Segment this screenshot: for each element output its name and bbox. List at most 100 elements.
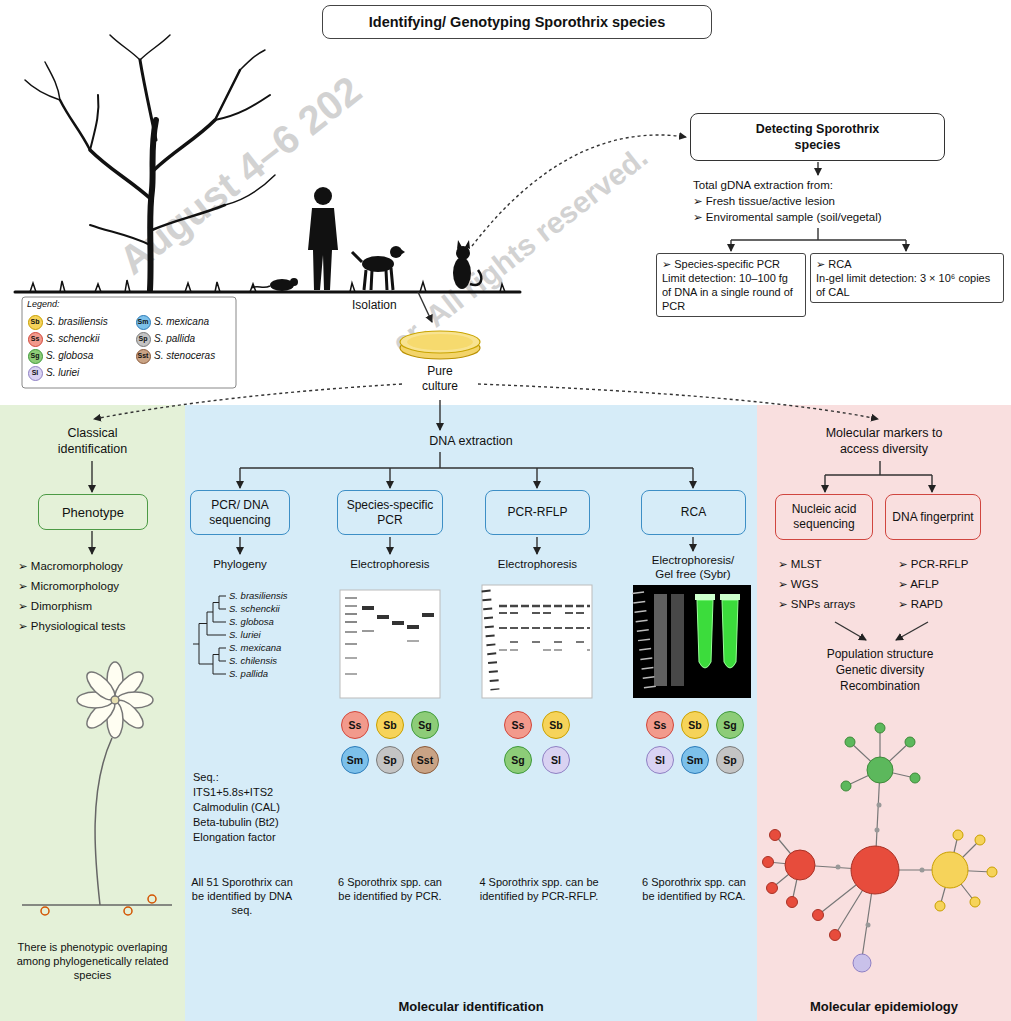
legend-heading: Legend: [27,299,60,310]
legend-heading: Legend: [27,299,60,310]
node-text: Molecular markers to access diversity [809,425,959,457]
legend-item: S. globosa [46,349,93,363]
node-text: Sb [383,719,396,732]
bullet-item: ➢ Micromorphology [18,578,119,594]
output-label: Electrophoresis [485,557,590,572]
bullet-item: ➢ MLST [778,556,822,572]
marker-gene: Beta-tubulin (Bt2) [193,815,279,829]
bullet-item: ➢ Fresh tissue/active lesion [693,193,835,209]
taxon-name: S. mexicana [229,642,281,654]
animal-silhouettes [252,187,481,291]
diagram-title: Identifying/ Genotyping Sporothrix speci… [369,13,665,31]
marker-gene: Elongation factor [193,830,276,844]
legend-text: S. globosa [46,349,93,363]
species-badge: Sp [716,746,744,774]
method-box: Species-specific PCR [337,490,443,535]
taxon-name: S. schenckii [229,603,280,615]
species-badge: Sl [646,746,674,774]
species-badge: Sm [341,746,369,774]
node-text: Detecting Sporothrix species [748,121,888,153]
species-badge: Sg [716,711,744,739]
species-badge: Sb [542,711,570,739]
node-text: ➢ RCA [816,257,852,271]
marker-gene: ITS1+5.8s+ITS2 [193,785,273,799]
watermark: er. All rights reserved. [371,128,669,372]
legend-item: S. mexicana [154,315,209,329]
output-label: Electrophoresis [485,557,590,572]
species-abbreviation: Ss [25,334,45,344]
marker-gene: Seq.: [193,770,219,784]
output-label: Phylogeny [190,557,290,572]
node-text: Phenotype [62,504,124,521]
bullet-item: ➢ Physiological tests [18,618,125,634]
step-label: Isolation [352,298,397,313]
node-text: Sm [347,754,363,767]
species-abbreviation: Ss [25,334,45,344]
species-abbreviation: Sm [133,317,153,327]
bullet-item: ➢ Dimorphism [18,598,92,614]
node-text: Sg [511,754,524,767]
note-text: 6 Sporothrix spp. can be identified by P… [336,875,444,903]
node-text: Nucleic acid sequencing [781,502,867,532]
species-abbreviation: Sb [25,317,45,327]
marker-gene: Seq.: [193,770,219,784]
taxon-name: S. pallida [229,668,268,680]
node-text: ➢ Species-specific PCR [662,257,780,271]
bullet-item: ➢ Macromorphology [18,558,123,574]
species-abbreviation: Sst [133,351,153,361]
bullet-item: ➢ PCR-RFLP [898,556,968,572]
method-box: PCR-RFLP [485,490,590,535]
taxon-name: S. brasiliensis [229,590,288,602]
pcr-gel-image [340,590,440,698]
taxon-name: S. luriei [229,629,261,641]
note-text: 6 Sporothrix spp. can be identified by R… [638,875,750,903]
node-text: Sg [418,719,431,732]
method-box: DNA fingerprint [885,494,981,540]
species-abbreviation: Sp [133,334,153,344]
node-subtext: Molecular epidemiology [810,999,958,1015]
taxon-name: S. brasiliensis [229,590,288,602]
marker-gene: Beta-tubulin (Bt2) [193,815,279,829]
bullet-item: ➢ AFLP [898,576,939,592]
node-text: Sst [417,754,433,767]
method-box: Nucleic acid sequencing [775,494,873,540]
node-text: Sp [383,754,396,767]
bullet-item: ➢ MLST [778,556,822,572]
species-badge: Ss [646,711,674,739]
legend-item: S. luriei [46,366,79,380]
legend-text: S. mexicana [154,315,209,329]
marker-gene: Calmodulin (CAL) [193,800,280,814]
species-badge: Sst [411,746,439,774]
legend-text: S. stenoceras [154,349,215,363]
node-text: RCA [681,505,706,520]
step-label: Isolation [352,298,397,313]
watermark: August 4–6 202 [84,46,396,304]
info-box: ➢ RCAIn-gel limit detection: 3 × 10⁶ cop… [810,253,1004,303]
node-text: Sp [723,754,736,767]
node-text: Sl [551,754,561,767]
bullet-item: ➢ Enviromental sample (soil/vegetal) [693,209,882,225]
flow-arrows [92,135,932,640]
node-text: DNA extraction [429,433,512,449]
tree-illustration [15,35,520,292]
output-label: Electrophoresis [337,557,443,572]
taxon-name: S. globosa [229,616,274,628]
step-label: Pure culture [410,364,470,394]
node-text: Ss [654,719,667,732]
method-box: RCA [641,490,746,535]
marker-gene: Elongation factor [193,830,276,844]
bullet-item: ➢ Fresh tissue/active lesion [693,193,835,209]
output-label: Electrophoresis/ Gel free (Sybr) [643,553,743,581]
title-box: Identifying/ Genotyping Sporothrix speci… [322,5,712,39]
legend-text: S. luriei [46,366,79,380]
species-badge: Sb [681,711,709,739]
note-text: 6 Sporothrix spp. can be identified by R… [638,875,750,903]
marker-gene: Calmodulin (CAL) [193,800,280,814]
species-badge: Sg [411,711,439,739]
node-subtext: Limit detection: 10–100 fg of DNA in a s… [662,271,800,313]
taxon-name: S. mexicana [229,642,281,654]
note-text: 6 Sporothrix spp. can be identified by P… [336,875,444,903]
legend-item: S. pallida [154,332,195,346]
species-abbreviation: Sst [133,351,153,361]
species-badge: Sp [376,746,404,774]
